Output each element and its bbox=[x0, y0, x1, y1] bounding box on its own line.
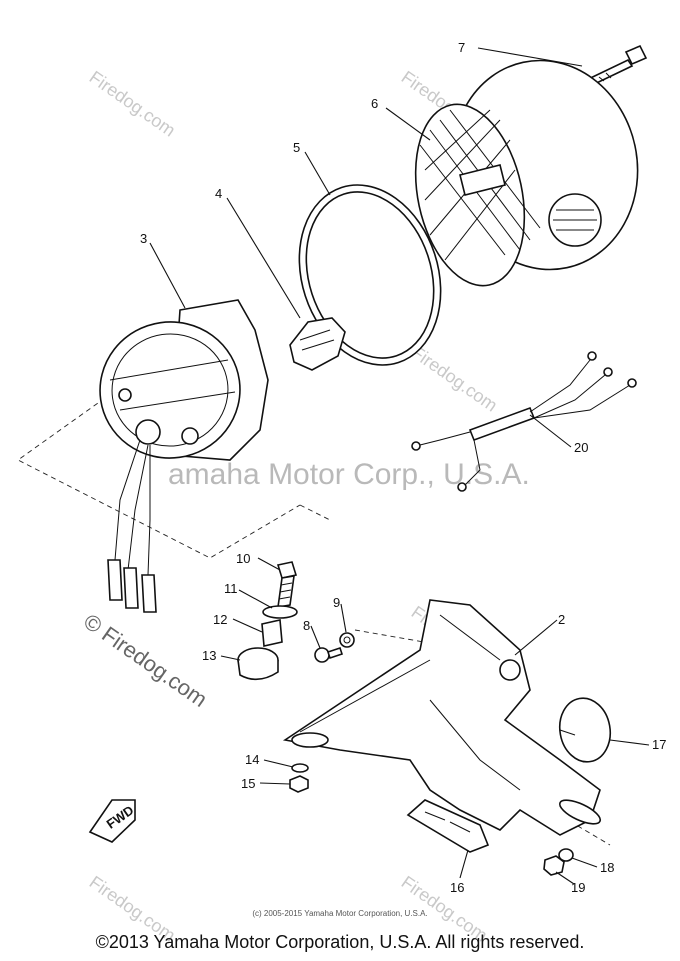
lens-wires bbox=[107, 439, 157, 613]
leader-lines bbox=[149, 47, 650, 885]
center-watermark: amaha Motor Corp., U.S.A. bbox=[168, 458, 530, 491]
callout-18: 18 bbox=[600, 860, 614, 875]
part-washer-14 bbox=[291, 763, 309, 773]
part-housing-6 bbox=[414, 59, 639, 287]
callout-4: 4 bbox=[215, 186, 222, 201]
callout-2: 2 bbox=[558, 612, 565, 627]
callout-14: 14 bbox=[245, 752, 259, 767]
callout-9: 9 bbox=[333, 595, 340, 610]
part-reflector-17 bbox=[558, 697, 612, 763]
part-screw-8 bbox=[314, 646, 344, 663]
part-nut-15 bbox=[289, 775, 309, 793]
callout-19: 19 bbox=[571, 880, 585, 895]
callout-13: 13 bbox=[202, 648, 216, 663]
callout-labels: 7 6 5 4 3 20 10 11 12 13 9 8 2 14 15 17 … bbox=[140, 40, 666, 895]
part-lens-3 bbox=[99, 299, 269, 461]
watermark: Firedog.com bbox=[408, 342, 501, 416]
part-bracket-2 bbox=[282, 599, 602, 836]
callout-8: 8 bbox=[303, 618, 310, 633]
callout-6: 6 bbox=[371, 96, 378, 111]
part-washer-9 bbox=[339, 632, 355, 648]
part-cushion-16 bbox=[406, 799, 490, 853]
callout-17: 17 bbox=[652, 737, 666, 752]
fwd-arrow-icon: FWD bbox=[88, 799, 136, 843]
part-bulb-4 bbox=[289, 317, 346, 371]
callout-3: 3 bbox=[140, 231, 147, 246]
watermark: Firedog.com bbox=[86, 67, 179, 141]
part-washer-11 bbox=[262, 605, 298, 619]
callout-15: 15 bbox=[241, 776, 255, 791]
callout-11: 11 bbox=[224, 581, 238, 596]
callout-16: 16 bbox=[450, 880, 464, 895]
part-collar-12 bbox=[261, 619, 283, 647]
callout-20: 20 bbox=[574, 440, 588, 455]
part-washer-18 bbox=[558, 848, 574, 862]
part-nut-19 bbox=[543, 855, 565, 876]
callout-5: 5 bbox=[293, 140, 300, 155]
callout-7: 7 bbox=[458, 40, 465, 55]
footer-copyright: ©2013 Yamaha Motor Corporation, U.S.A. A… bbox=[95, 932, 585, 952]
diagram-copyright: (c) 2005-2015 Yamaha Motor Corporation, … bbox=[252, 909, 428, 918]
callout-10: 10 bbox=[236, 551, 250, 566]
part-grommet-13 bbox=[237, 647, 279, 681]
part-mount-bolt-10 bbox=[276, 561, 298, 608]
logo-watermark: © Firedog.com bbox=[79, 609, 212, 712]
callout-12: 12 bbox=[213, 612, 227, 627]
part-gasket-5 bbox=[298, 184, 442, 366]
